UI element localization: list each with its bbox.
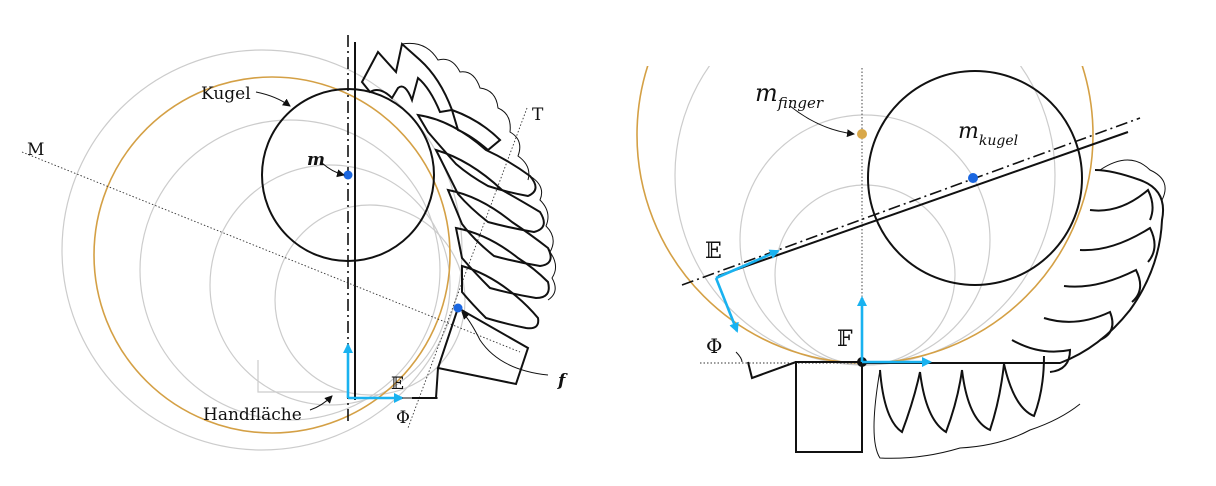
palm-tab bbox=[747, 361, 797, 380]
phi-arc bbox=[735, 351, 743, 363]
finger-center-point bbox=[857, 129, 867, 139]
m-finger-leader bbox=[789, 105, 855, 138]
label-m-kugel: mkugel bbox=[958, 119, 1018, 149]
m-leader bbox=[321, 162, 345, 178]
hand-axis bbox=[717, 131, 1129, 277]
palm-outline bbox=[257, 360, 348, 393]
construction-circle bbox=[61, 49, 463, 451]
hand-circle bbox=[93, 76, 451, 434]
finger-base-block bbox=[795, 361, 863, 453]
fingertip-pad bbox=[436, 306, 530, 386]
construction-circle bbox=[139, 119, 441, 421]
ball-circle bbox=[867, 70, 1083, 286]
construction-circle bbox=[674, 66, 1056, 366]
ball-center-point bbox=[968, 173, 978, 183]
label-kugel: Kugel bbox=[201, 84, 251, 104]
finger-contour bbox=[360, 42, 556, 399]
handflaeche-leader bbox=[309, 395, 333, 411]
kugel-leader bbox=[255, 91, 291, 107]
label-m: m bbox=[307, 150, 325, 170]
finger-contour bbox=[747, 159, 1166, 459]
label-phi: Φ bbox=[706, 334, 722, 358]
label-handflaeche: Handfläche bbox=[203, 405, 302, 425]
label-m-finger: mfinger bbox=[755, 79, 824, 112]
construction-circle bbox=[739, 114, 991, 366]
label-M: M bbox=[27, 140, 44, 160]
ball-center-point bbox=[343, 170, 353, 180]
contact-point bbox=[453, 303, 463, 313]
label-F-frame: 𝔽 bbox=[837, 327, 853, 352]
dash-dot-axis bbox=[681, 117, 1141, 286]
label-phi: Φ bbox=[396, 408, 410, 428]
hand-circle bbox=[636, 66, 1094, 364]
e-frame-y-arrow bbox=[714, 277, 739, 333]
e-frame-x-arrow bbox=[715, 249, 780, 280]
label-T: T bbox=[532, 105, 544, 125]
construction-circle bbox=[274, 204, 466, 396]
left-diagram: Kugel m M T 𝔼 Φ f Handfläche bbox=[21, 35, 568, 451]
f-leader bbox=[461, 311, 549, 376]
label-E-frame: 𝔼 bbox=[391, 374, 404, 394]
construction-circle bbox=[209, 164, 451, 406]
right-diagram: mfinger mkugel 𝔼 Φ 𝔽 bbox=[636, 66, 1166, 459]
label-f: f bbox=[557, 371, 568, 391]
label-E-frame: 𝔼 bbox=[705, 239, 722, 264]
